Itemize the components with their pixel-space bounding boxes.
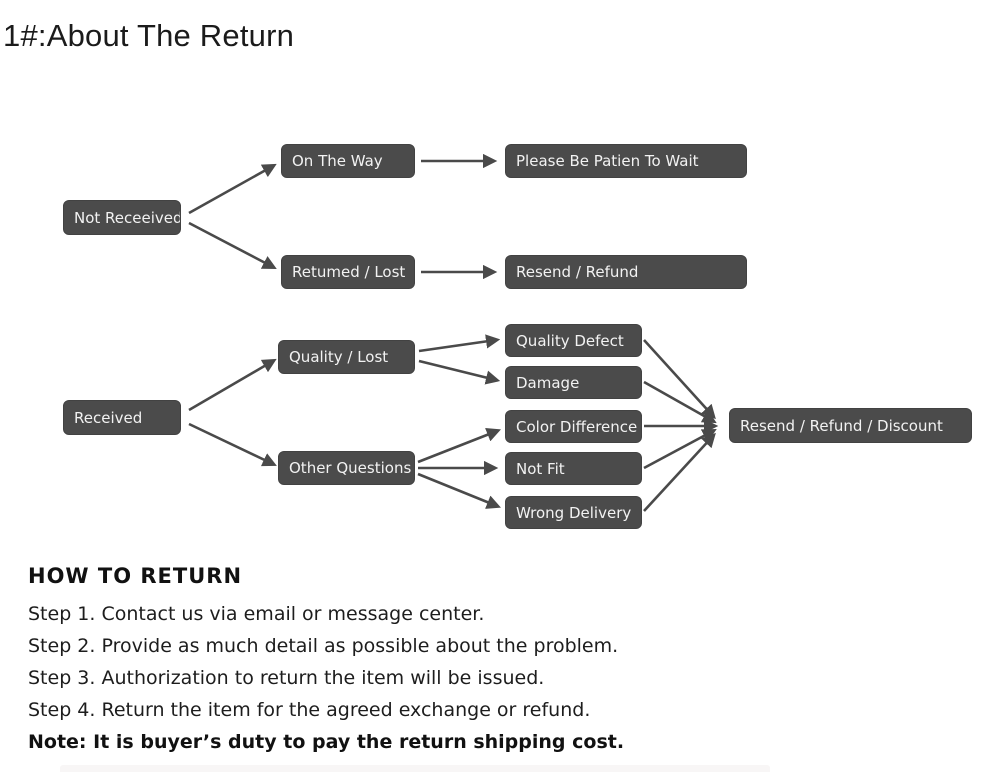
return-step-1: Step 1. Contact us via email or message … [28, 603, 485, 625]
flow-box-label: Color Difference [516, 417, 638, 436]
flow-box-label: Please Be Patien To Wait [516, 152, 699, 170]
arrow-damage-to-final [643, 380, 717, 424]
flow-box-please-wait: Please Be Patien To Wait [505, 144, 747, 178]
flow-box-returned-lost: Retumed / Lost [281, 255, 415, 289]
flow-box-label: Retumed / Lost [292, 263, 406, 281]
flow-arrows-layer [188, 153, 719, 512]
flow-box-resend-refund: Resend / Refund [505, 255, 747, 289]
flow-box-wrong-delivery: Wrong Delivery [505, 496, 642, 529]
flow-box-label: Resend / Refund / Discount [740, 416, 943, 435]
flow-box-color-difference: Color Difference [505, 410, 642, 443]
arrow-quality-lost-to-quality-defect [418, 334, 501, 353]
return-step-3: Step 3. Authorization to return the item… [28, 667, 545, 689]
partial-next-section-strip [60, 765, 770, 772]
flow-box-label: Wrong Delivery [516, 503, 632, 522]
arrow-quality-lost-to-damage [418, 359, 501, 385]
return-flowchart: Not Receeived On The Way Retumed / Lost … [63, 144, 972, 529]
return-step-2: Step 2. Provide as much detail as possib… [28, 635, 619, 657]
flow-box-other-questions: Other Questions [278, 451, 415, 485]
flow-box-label: Received [74, 408, 143, 427]
flow-box-label: Resend / Refund [516, 263, 639, 281]
arrow-not-received-to-returned-lost [188, 221, 277, 269]
flow-box-not-received: Not Receeived [63, 200, 181, 235]
flow-box-resend-refund-discount: Resend / Refund / Discount [729, 408, 972, 443]
arrow-not-fit-to-final [643, 428, 717, 470]
flow-box-label: Damage [516, 373, 580, 392]
flow-box-label: On The Way [292, 152, 383, 170]
how-to-return-section: HOW TO RETURN Step 1. Contact us via ema… [28, 564, 728, 758]
arrow-not-received-to-on-the-way [188, 163, 277, 215]
flow-box-label: Not Fit [516, 459, 565, 478]
flow-box-received: Received [63, 400, 181, 435]
flow-box-label: Other Questions [289, 459, 412, 477]
flow-box-damage: Damage [505, 366, 642, 399]
flow-box-on-the-way: On The Way [281, 144, 415, 178]
flow-box-not-fit: Not Fit [505, 452, 642, 485]
flow-box-quality-defect: Quality Defect [505, 324, 642, 357]
arrow-quality-defect-to-final [643, 339, 716, 420]
arrow-wrong-delivery-to-final [643, 432, 716, 512]
how-to-return-heading: HOW TO RETURN [28, 564, 243, 588]
flow-box-label: Quality / Lost [289, 348, 389, 366]
arrow-other-questions-to-color-difference [417, 428, 501, 464]
flow-box-quality-lost: Quality / Lost [278, 340, 415, 374]
arrow-received-to-quality-lost [188, 358, 277, 412]
flow-box-label: Quality Defect [516, 331, 624, 350]
return-note: Note: It is buyer’s duty to pay the retu… [28, 731, 625, 753]
flow-box-label: Not Receeived [74, 208, 181, 227]
arrow-received-to-other-questions [188, 422, 277, 467]
arrow-other-questions-to-wrong-delivery [417, 472, 501, 509]
return-step-4: Step 4. Return the item for the agreed e… [28, 699, 591, 721]
page-title: 1#:About The Return [3, 18, 295, 53]
